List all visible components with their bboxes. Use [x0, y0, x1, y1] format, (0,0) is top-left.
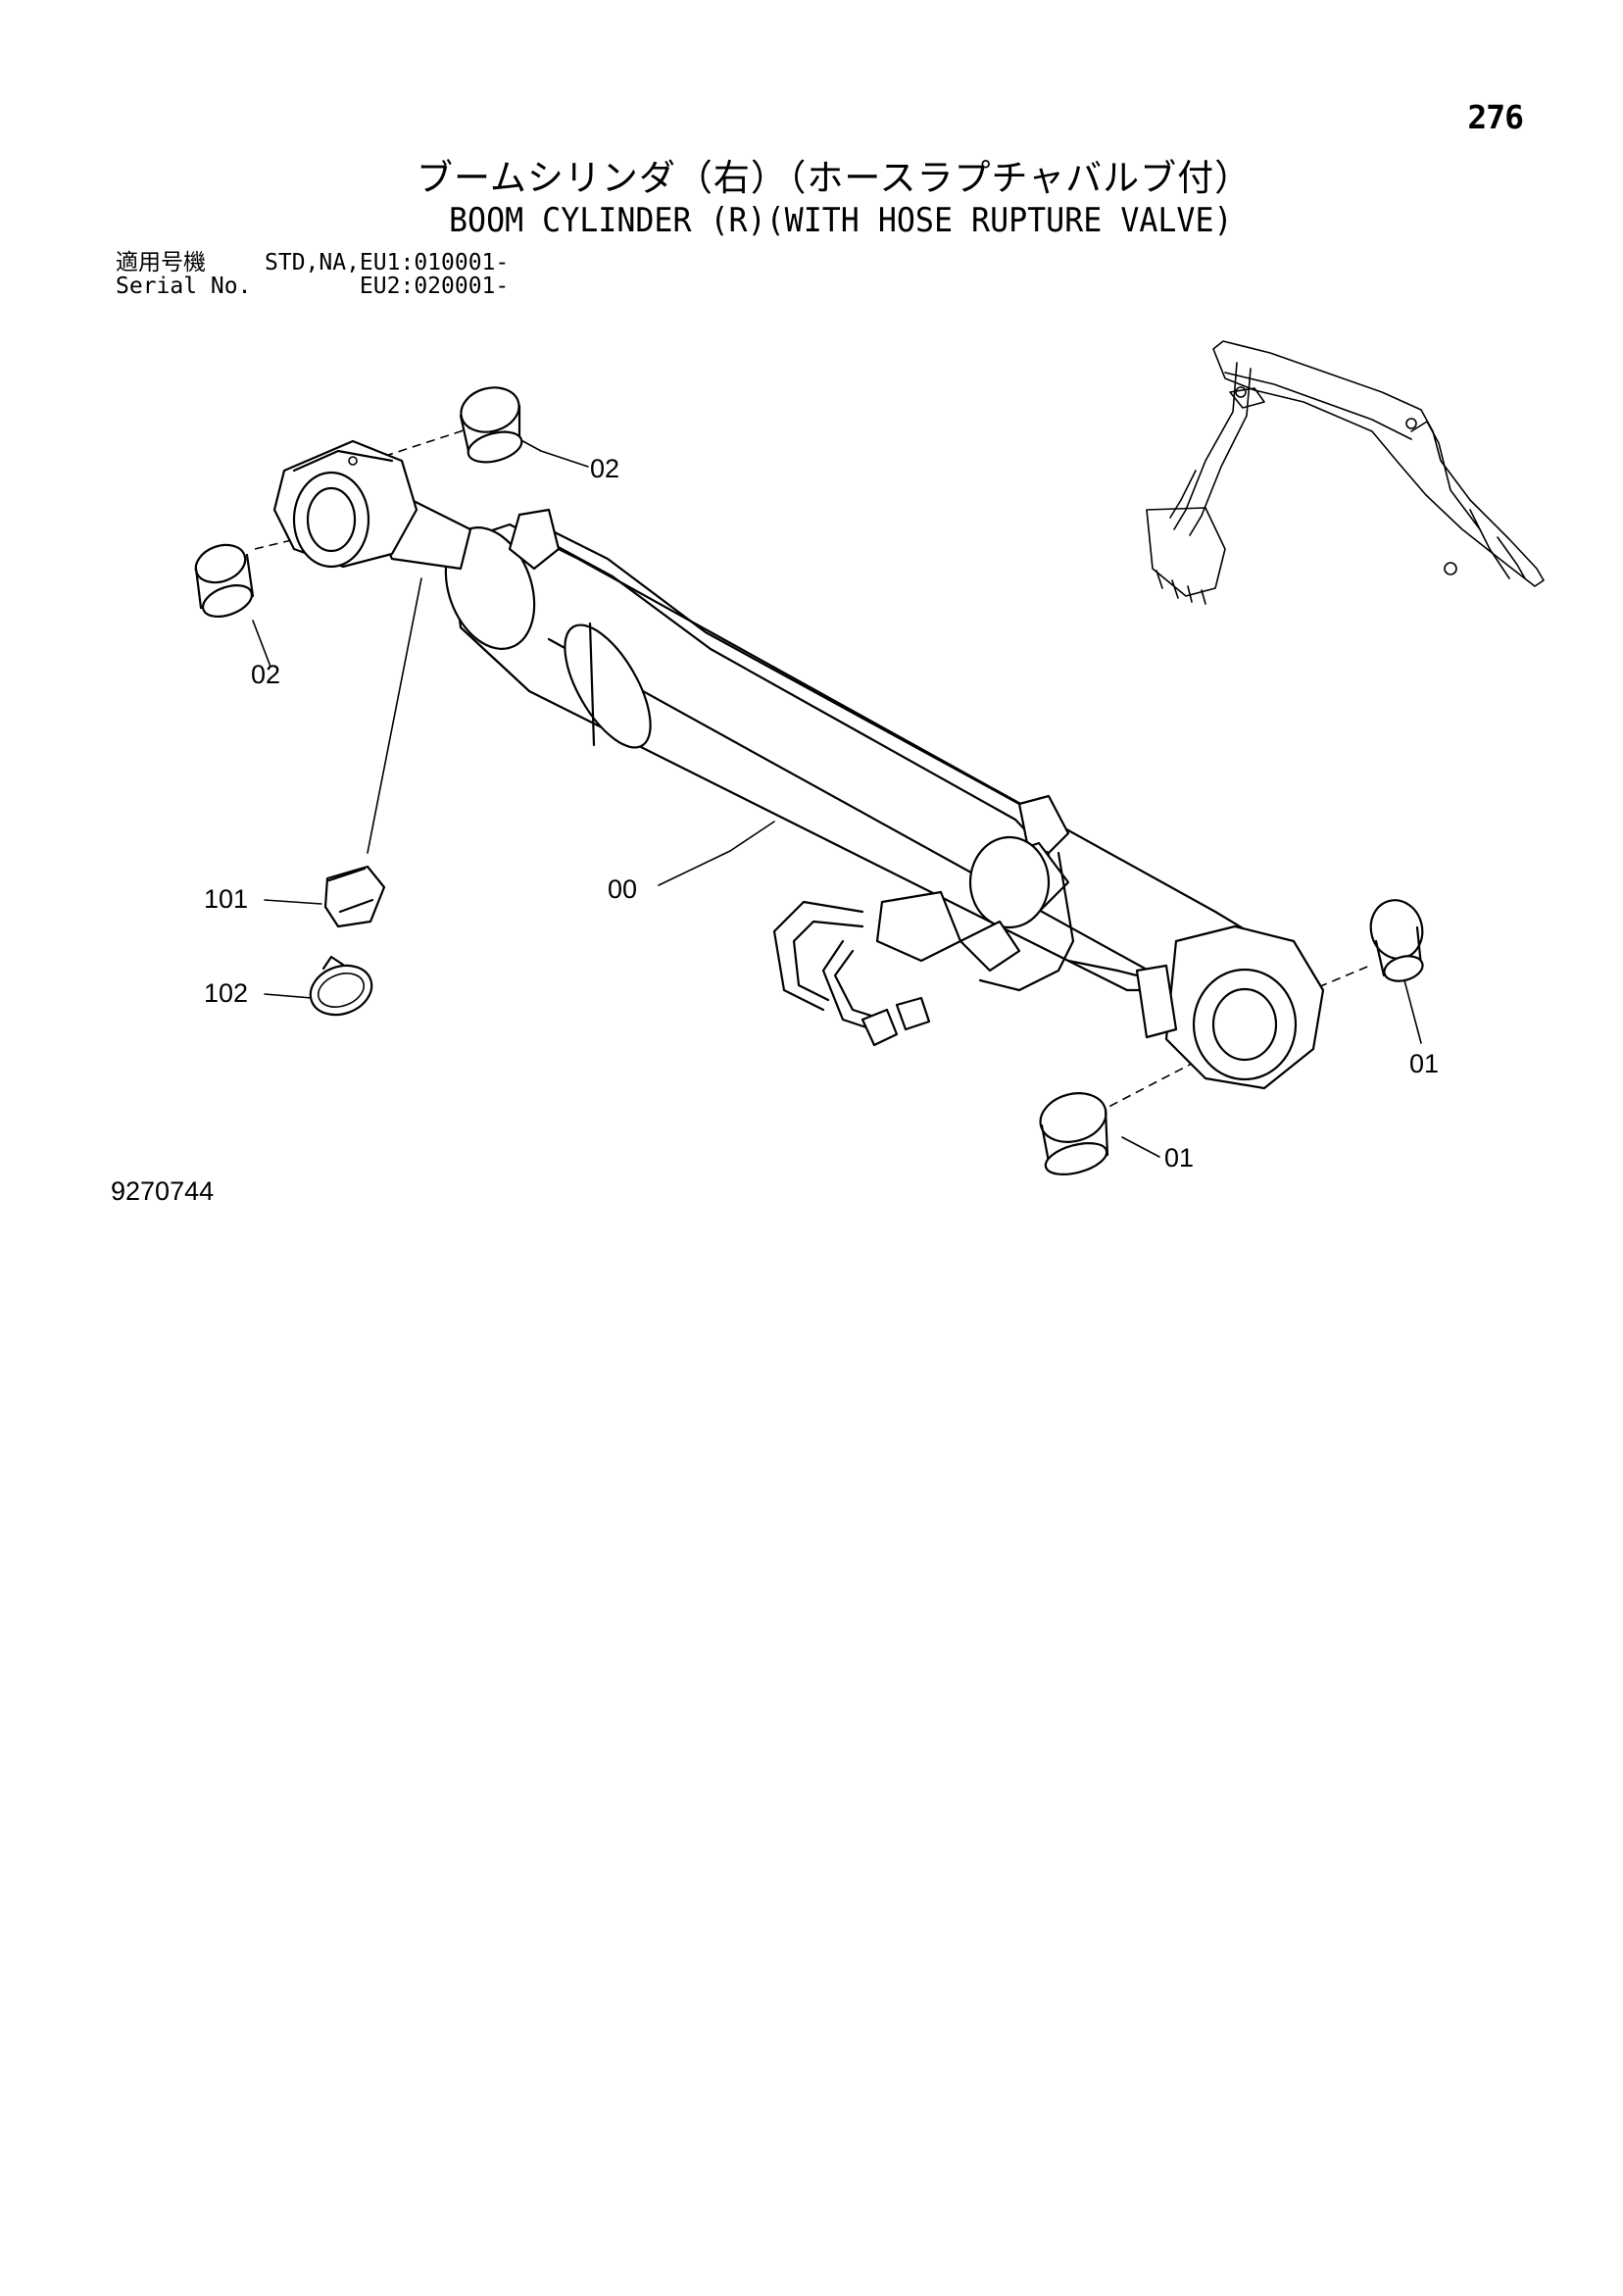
clip-102 — [309, 955, 373, 1017]
serial-label-jp: 適用号機 — [116, 250, 206, 275]
serial-value-2: EU2:020001- — [265, 274, 510, 299]
title-japanese: ブームシリンダ（右）（ホースラプチャバルブ付） — [417, 157, 1253, 199]
callout-102: 102 — [204, 978, 249, 1008]
callout-00: 00 — [608, 874, 638, 904]
cylinder-barrel — [444, 523, 1266, 992]
bushing-02-left — [194, 543, 255, 618]
callout-101: 101 — [204, 884, 249, 914]
bushing-01-right — [1369, 899, 1424, 982]
page-number: 276 — [1467, 98, 1524, 136]
hose-tube — [508, 508, 1070, 857]
callout-02-top: 02 — [590, 454, 620, 483]
callout-02-left: 02 — [251, 660, 281, 689]
serial-info: 適用号機 STD,NA,EU1:010001- Serial No. EU2:0… — [116, 251, 509, 298]
title-english: BOOM CYLINDER (R)(WITH HOSE RUPTURE VALV… — [449, 201, 1233, 240]
seal-101 — [323, 865, 386, 928]
serial-value-1: STD,NA,EU1:010001- — [265, 250, 510, 275]
figure-id: 9270744 — [111, 1176, 215, 1206]
bottom-clevis — [1135, 924, 1325, 1090]
callout-01-bottom: 01 — [1164, 1143, 1195, 1173]
excavator-thumbnail — [1146, 340, 1545, 605]
bushing-02-top — [459, 386, 523, 464]
leader-lines — [252, 430, 1422, 1158]
serial-row-1: 適用号機 STD,NA,EU1:010001- — [116, 251, 509, 275]
rupture-valve — [772, 835, 1158, 1047]
serial-row-2: Serial No. EU2:020001- — [116, 275, 509, 298]
bushing-01-bottom — [1039, 1092, 1109, 1175]
callout-01-right: 01 — [1409, 1049, 1440, 1078]
serial-label-en: Serial No. — [116, 274, 252, 299]
rod-top-eye — [272, 439, 472, 571]
